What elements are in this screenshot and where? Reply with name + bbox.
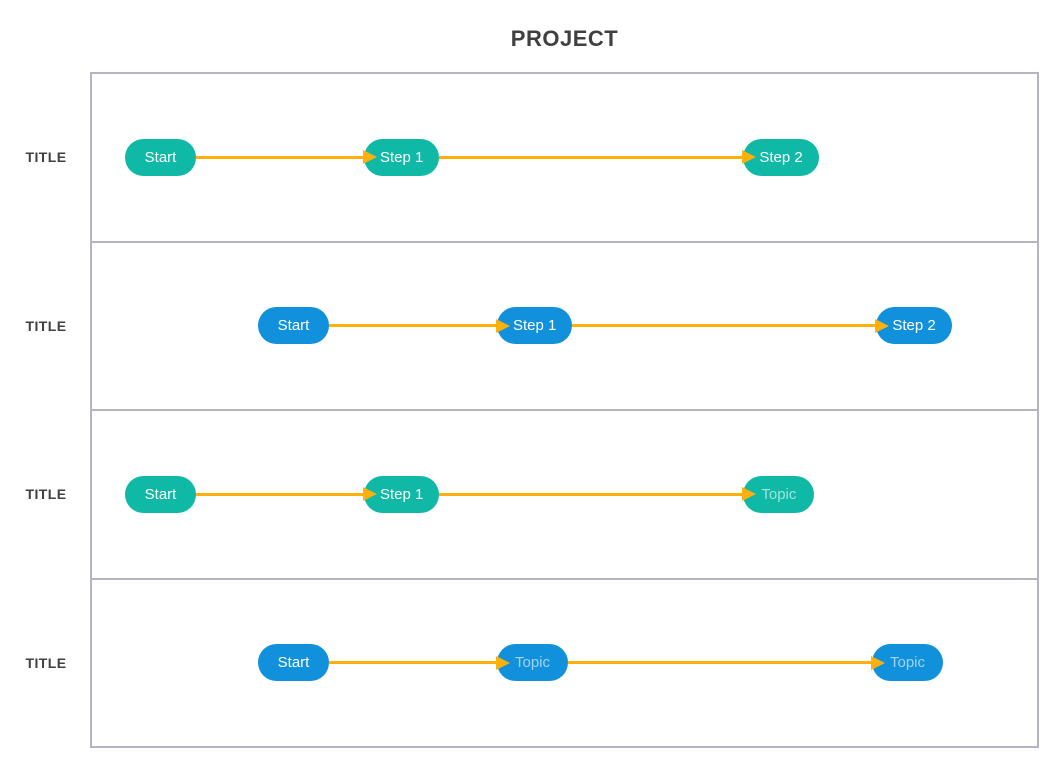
flow-arrow (196, 155, 364, 159)
flow-node-start[interactable]: Start (125, 475, 196, 513)
page-title: PROJECT (510, 26, 619, 51)
flow-arrow (439, 492, 744, 496)
flow-node-start[interactable]: Start (258, 644, 329, 682)
flow-arrow (329, 661, 497, 665)
flow-node-start[interactable]: Start (125, 138, 196, 176)
lane-label: TITLE (25, 149, 67, 166)
lane-label: TITLE (25, 317, 67, 334)
flow-arrow (568, 661, 872, 665)
flow-arrow (572, 324, 877, 328)
flow-arrow (439, 155, 744, 159)
lane-label: TITLE (25, 654, 67, 671)
flow-node-step-1[interactable]: Step 1 (364, 475, 440, 513)
flow-node-start[interactable]: Start (258, 307, 329, 345)
lane-label: TITLE (25, 486, 67, 503)
flow-arrow (329, 324, 497, 328)
flow-arrow (196, 492, 364, 496)
